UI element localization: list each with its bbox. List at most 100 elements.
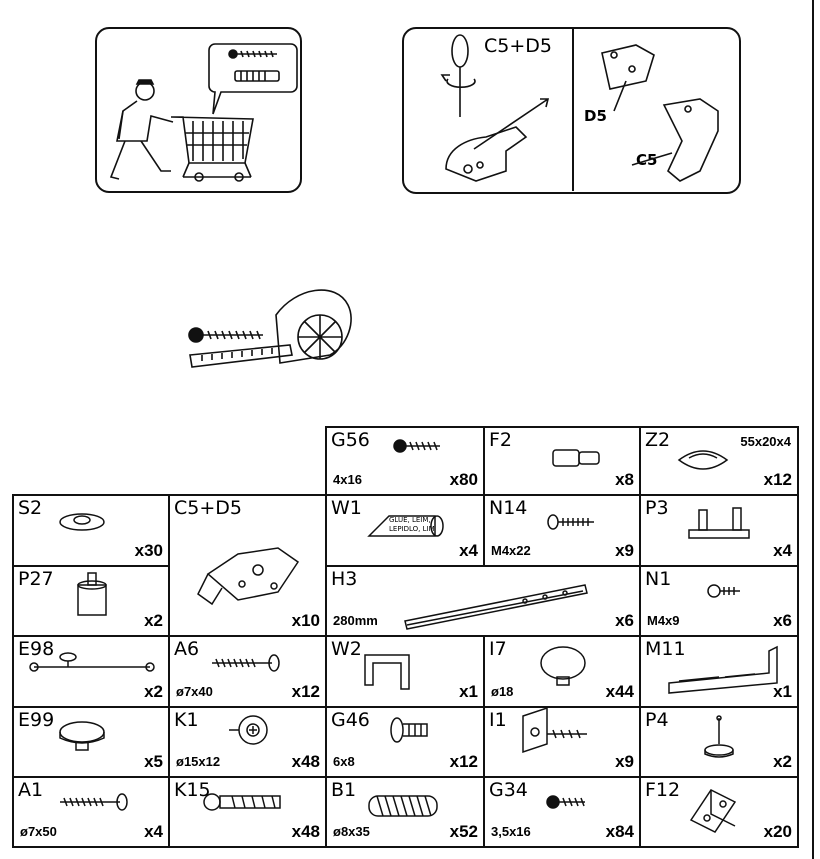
part-cell-e98: E98 x2 bbox=[12, 635, 168, 706]
part-quantity: x12 bbox=[763, 470, 792, 489]
part-quantity: x4 bbox=[459, 541, 478, 560]
knob-icon bbox=[59, 721, 105, 751]
grid-rule bbox=[639, 494, 641, 567]
part-cell-s2: S2 x30 bbox=[12, 494, 168, 565]
part-code: G34 bbox=[489, 779, 528, 801]
part-code: M11 bbox=[645, 638, 686, 660]
part-quantity: x2 bbox=[144, 682, 163, 701]
part-code: I1 bbox=[489, 709, 507, 731]
part-size: ø18 bbox=[491, 684, 514, 699]
grid-rule bbox=[797, 635, 799, 708]
part-quantity: x9 bbox=[615, 541, 634, 560]
grid-rule bbox=[325, 494, 327, 567]
part-quantity: x6 bbox=[773, 611, 792, 630]
part-quantity: x48 bbox=[291, 822, 320, 841]
allen-key-icon bbox=[364, 654, 410, 690]
part-code: B1 bbox=[331, 779, 357, 801]
part-quantity: x52 bbox=[449, 822, 478, 841]
part-code: Z2 bbox=[645, 429, 671, 451]
grid-rule bbox=[325, 565, 327, 637]
part-code: G56 bbox=[331, 429, 370, 451]
screwdriver-hinge-icon bbox=[440, 34, 719, 182]
grid-rule bbox=[797, 565, 799, 637]
part-quantity: x12 bbox=[449, 752, 478, 771]
part-size: ø7x40 bbox=[176, 684, 213, 699]
grid-rule bbox=[12, 635, 14, 708]
grid-rule bbox=[12, 494, 14, 567]
grid-rule bbox=[168, 776, 170, 848]
hinge-panel-title: C5+D5 bbox=[484, 35, 552, 57]
part-cell-k15: K15 x48 bbox=[168, 776, 325, 846]
grid-rule bbox=[168, 565, 170, 637]
shopper-with-cart-icon bbox=[109, 43, 298, 182]
cam-bolt-icon bbox=[203, 793, 281, 811]
corner-block-icon bbox=[689, 789, 737, 833]
part-cell-k1: K1 ø15x12 x48 bbox=[168, 706, 325, 776]
part-quantity: x80 bbox=[449, 470, 478, 489]
part-code: P4 bbox=[645, 709, 669, 731]
part-quantity: x2 bbox=[144, 611, 163, 630]
part-code: I7 bbox=[489, 638, 507, 660]
part-code: H3 bbox=[331, 568, 358, 590]
part-code: W2 bbox=[331, 638, 362, 660]
part-code: E98 bbox=[18, 638, 55, 660]
grid-rule bbox=[639, 635, 641, 708]
part-code: K1 bbox=[174, 709, 199, 731]
shopping-panel bbox=[95, 27, 302, 193]
part-code: F12 bbox=[645, 779, 681, 801]
part-code: A1 bbox=[18, 779, 44, 801]
part-size: 4x16 bbox=[333, 472, 362, 487]
glue-bottle-icon: GLUE, LEIM,LEPIDLO, LIM bbox=[367, 515, 444, 537]
part-quantity: x8 bbox=[615, 470, 634, 489]
part-quantity: x20 bbox=[763, 822, 792, 841]
glue-label-line: GLUE, LEIM, bbox=[389, 516, 431, 524]
part-code: E99 bbox=[18, 709, 55, 731]
part-quantity: x6 bbox=[615, 611, 634, 630]
grid-rule bbox=[639, 565, 641, 637]
grid-rule bbox=[12, 635, 797, 637]
part-size: ø7x50 bbox=[20, 824, 57, 839]
grid-rule bbox=[12, 494, 797, 496]
part-code: C5+D5 bbox=[174, 497, 242, 519]
grid-rule bbox=[797, 426, 799, 496]
part-code: K15 bbox=[174, 779, 211, 801]
panel-divider bbox=[572, 29, 574, 191]
part-quantity: x10 bbox=[291, 611, 320, 630]
part-quantity: x30 bbox=[134, 541, 163, 560]
grid-rule bbox=[325, 706, 327, 778]
part-size: ø15x12 bbox=[176, 754, 221, 769]
part-code: N14 bbox=[489, 497, 528, 519]
part-quantity: x12 bbox=[291, 682, 320, 701]
part-cell-i7: I7 ø18 x44 bbox=[483, 635, 639, 706]
machine-screw-icon bbox=[547, 514, 594, 530]
grid-rule bbox=[797, 706, 799, 778]
glide-nail-icon bbox=[704, 715, 734, 758]
grid-rule bbox=[797, 776, 799, 848]
pin-dowel-icon bbox=[552, 449, 600, 467]
grid-rule bbox=[168, 635, 170, 708]
part-quantity: x48 bbox=[291, 752, 320, 771]
part-size: M4x9 bbox=[647, 613, 680, 628]
part-quantity: x44 bbox=[605, 682, 634, 701]
part-quantity: x2 bbox=[773, 752, 792, 771]
grid-rule bbox=[639, 776, 641, 848]
cam-lock-icon bbox=[229, 715, 268, 745]
grid-rule bbox=[325, 635, 327, 708]
cup-washer-icon bbox=[59, 513, 105, 531]
merge-mask bbox=[483, 567, 485, 635]
part-code: W1 bbox=[331, 497, 362, 519]
angle-bracket-icon bbox=[668, 645, 778, 694]
part-code: S2 bbox=[18, 497, 43, 519]
page-border-rule bbox=[812, 0, 814, 859]
grid-rule bbox=[12, 776, 14, 848]
